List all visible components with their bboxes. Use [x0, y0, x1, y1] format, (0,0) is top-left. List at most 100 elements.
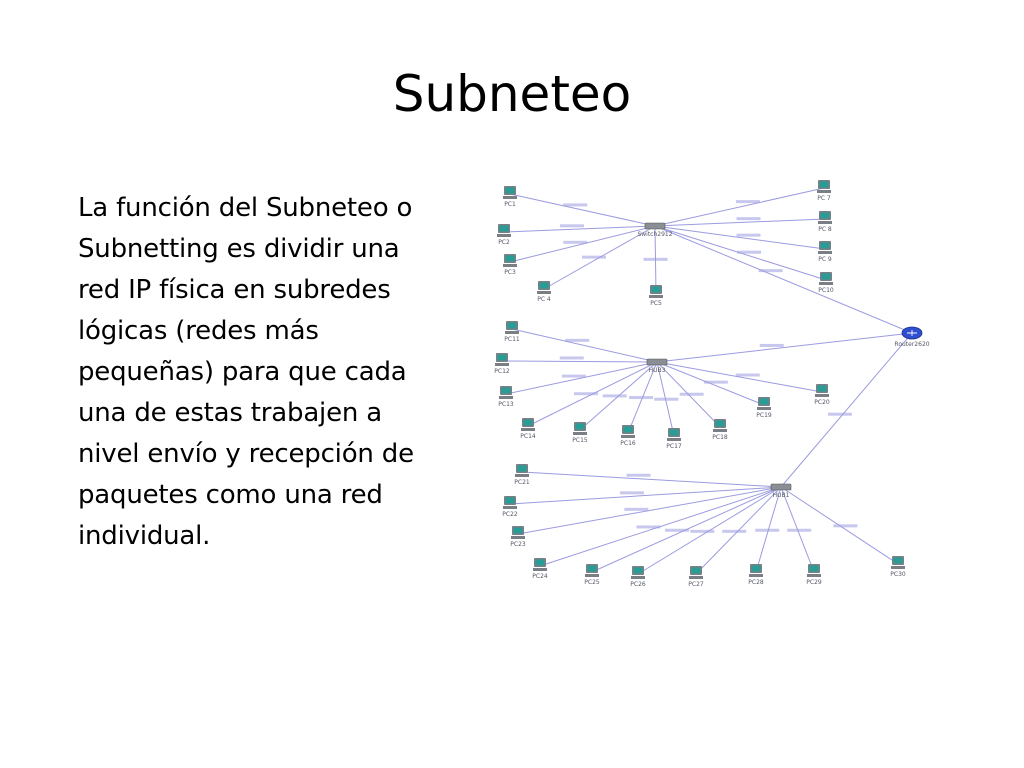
pc-base [817, 190, 831, 193]
link-address-mark [703, 380, 728, 384]
pc-icon [689, 566, 703, 579]
pc-screen [669, 429, 679, 436]
pc-screen [497, 354, 507, 361]
pc-label: PC16 [620, 440, 636, 447]
pc-screen [623, 426, 633, 433]
link-address-mark [755, 528, 780, 532]
link-pc22 [509, 486, 782, 505]
pc-icon [521, 418, 535, 431]
link-address-mark [559, 356, 584, 360]
link-address-mark [643, 257, 668, 261]
pc-screen [505, 497, 515, 504]
pc-icon [503, 496, 517, 509]
link-pc20 [656, 361, 823, 393]
link-address-mark [827, 412, 852, 416]
pc-icon [621, 425, 635, 438]
pc-label: PC2 [498, 239, 510, 246]
pc-screen [501, 387, 511, 394]
link-address-mark [636, 525, 661, 529]
pc-label: PC 8 [818, 226, 832, 233]
pc-icon [515, 464, 529, 477]
link-address-mark [722, 529, 747, 533]
link-address-mark [581, 255, 606, 259]
pc-screen [715, 420, 725, 427]
link-address-mark [736, 233, 761, 237]
pc-screen [893, 557, 903, 564]
switch-icon [770, 483, 792, 491]
pc-label: PC11 [504, 336, 520, 343]
link-pc24 [539, 486, 782, 567]
link-address-mark [563, 203, 588, 207]
link-pc1 [509, 193, 656, 227]
pc-screen [820, 242, 830, 249]
link-address-mark [736, 217, 761, 221]
switch-icon [646, 358, 668, 366]
link-address-mark [602, 394, 627, 398]
pc-base [807, 574, 821, 577]
link-address-mark [690, 529, 715, 533]
link-address-mark [624, 507, 649, 511]
uplink-sw1 [654, 225, 913, 334]
link-address-mark [619, 491, 644, 495]
link-address-mark [833, 524, 858, 528]
pc-screen [505, 255, 515, 262]
link-pc13 [505, 361, 658, 395]
pc-label: PC19 [756, 412, 772, 419]
pc-label: PC5 [650, 300, 662, 307]
pc-base [713, 429, 727, 432]
pc-icon [815, 384, 829, 397]
link-layer [501, 187, 913, 575]
pc-screen [817, 385, 827, 392]
pc-base [815, 394, 829, 397]
pc-base [505, 331, 519, 334]
link-pc23 [517, 486, 782, 535]
link-address-mark [758, 269, 783, 273]
pc-screen [513, 527, 523, 534]
pc-icon [585, 564, 599, 577]
pc-base [503, 506, 517, 509]
link-address-mark [629, 396, 654, 400]
pc-label: PC18 [712, 434, 728, 441]
pc-icon [757, 397, 771, 410]
pc-label: PC 9 [818, 256, 832, 263]
pc-screen [517, 465, 527, 472]
pc-base [818, 221, 832, 224]
pc-label: PC12 [494, 368, 510, 375]
pc-screen [691, 567, 701, 574]
pc-label: PC17 [666, 443, 682, 450]
link-address-mark [626, 473, 651, 477]
switch-label: HUB3 [649, 367, 666, 374]
pc-screen [587, 565, 597, 572]
pc-icon [891, 556, 905, 569]
pc-screen [821, 273, 831, 280]
pc-screen [535, 559, 545, 566]
pc-icon [495, 353, 509, 366]
pc-base [511, 536, 525, 539]
pc-label: PC 7 [817, 195, 831, 202]
pc-base [499, 396, 513, 399]
pc-base [757, 407, 771, 410]
pc-base [533, 568, 547, 571]
link-address-mark [735, 200, 760, 204]
pc-base [497, 234, 511, 237]
pc-label: PC13 [498, 401, 514, 408]
pc-label: PC26 [630, 581, 646, 588]
pc-icon [505, 321, 519, 334]
pc-icon [818, 211, 832, 224]
link-pc8 [654, 218, 826, 227]
pc-icon [631, 566, 645, 579]
link-address-mark [561, 374, 586, 378]
pc-label: PC3 [504, 269, 516, 276]
pc-label: PC25 [584, 579, 600, 586]
link-address-mark [735, 373, 760, 377]
pc-label: PC15 [572, 437, 588, 444]
link-pc21 [521, 471, 782, 488]
pc-label: PC27 [688, 581, 704, 588]
pc-screen [809, 565, 819, 572]
link-pc12 [501, 360, 658, 363]
pc-screen [505, 187, 515, 194]
pc-screen [651, 286, 661, 293]
pc-icon [573, 422, 587, 435]
pc-base [503, 264, 517, 267]
